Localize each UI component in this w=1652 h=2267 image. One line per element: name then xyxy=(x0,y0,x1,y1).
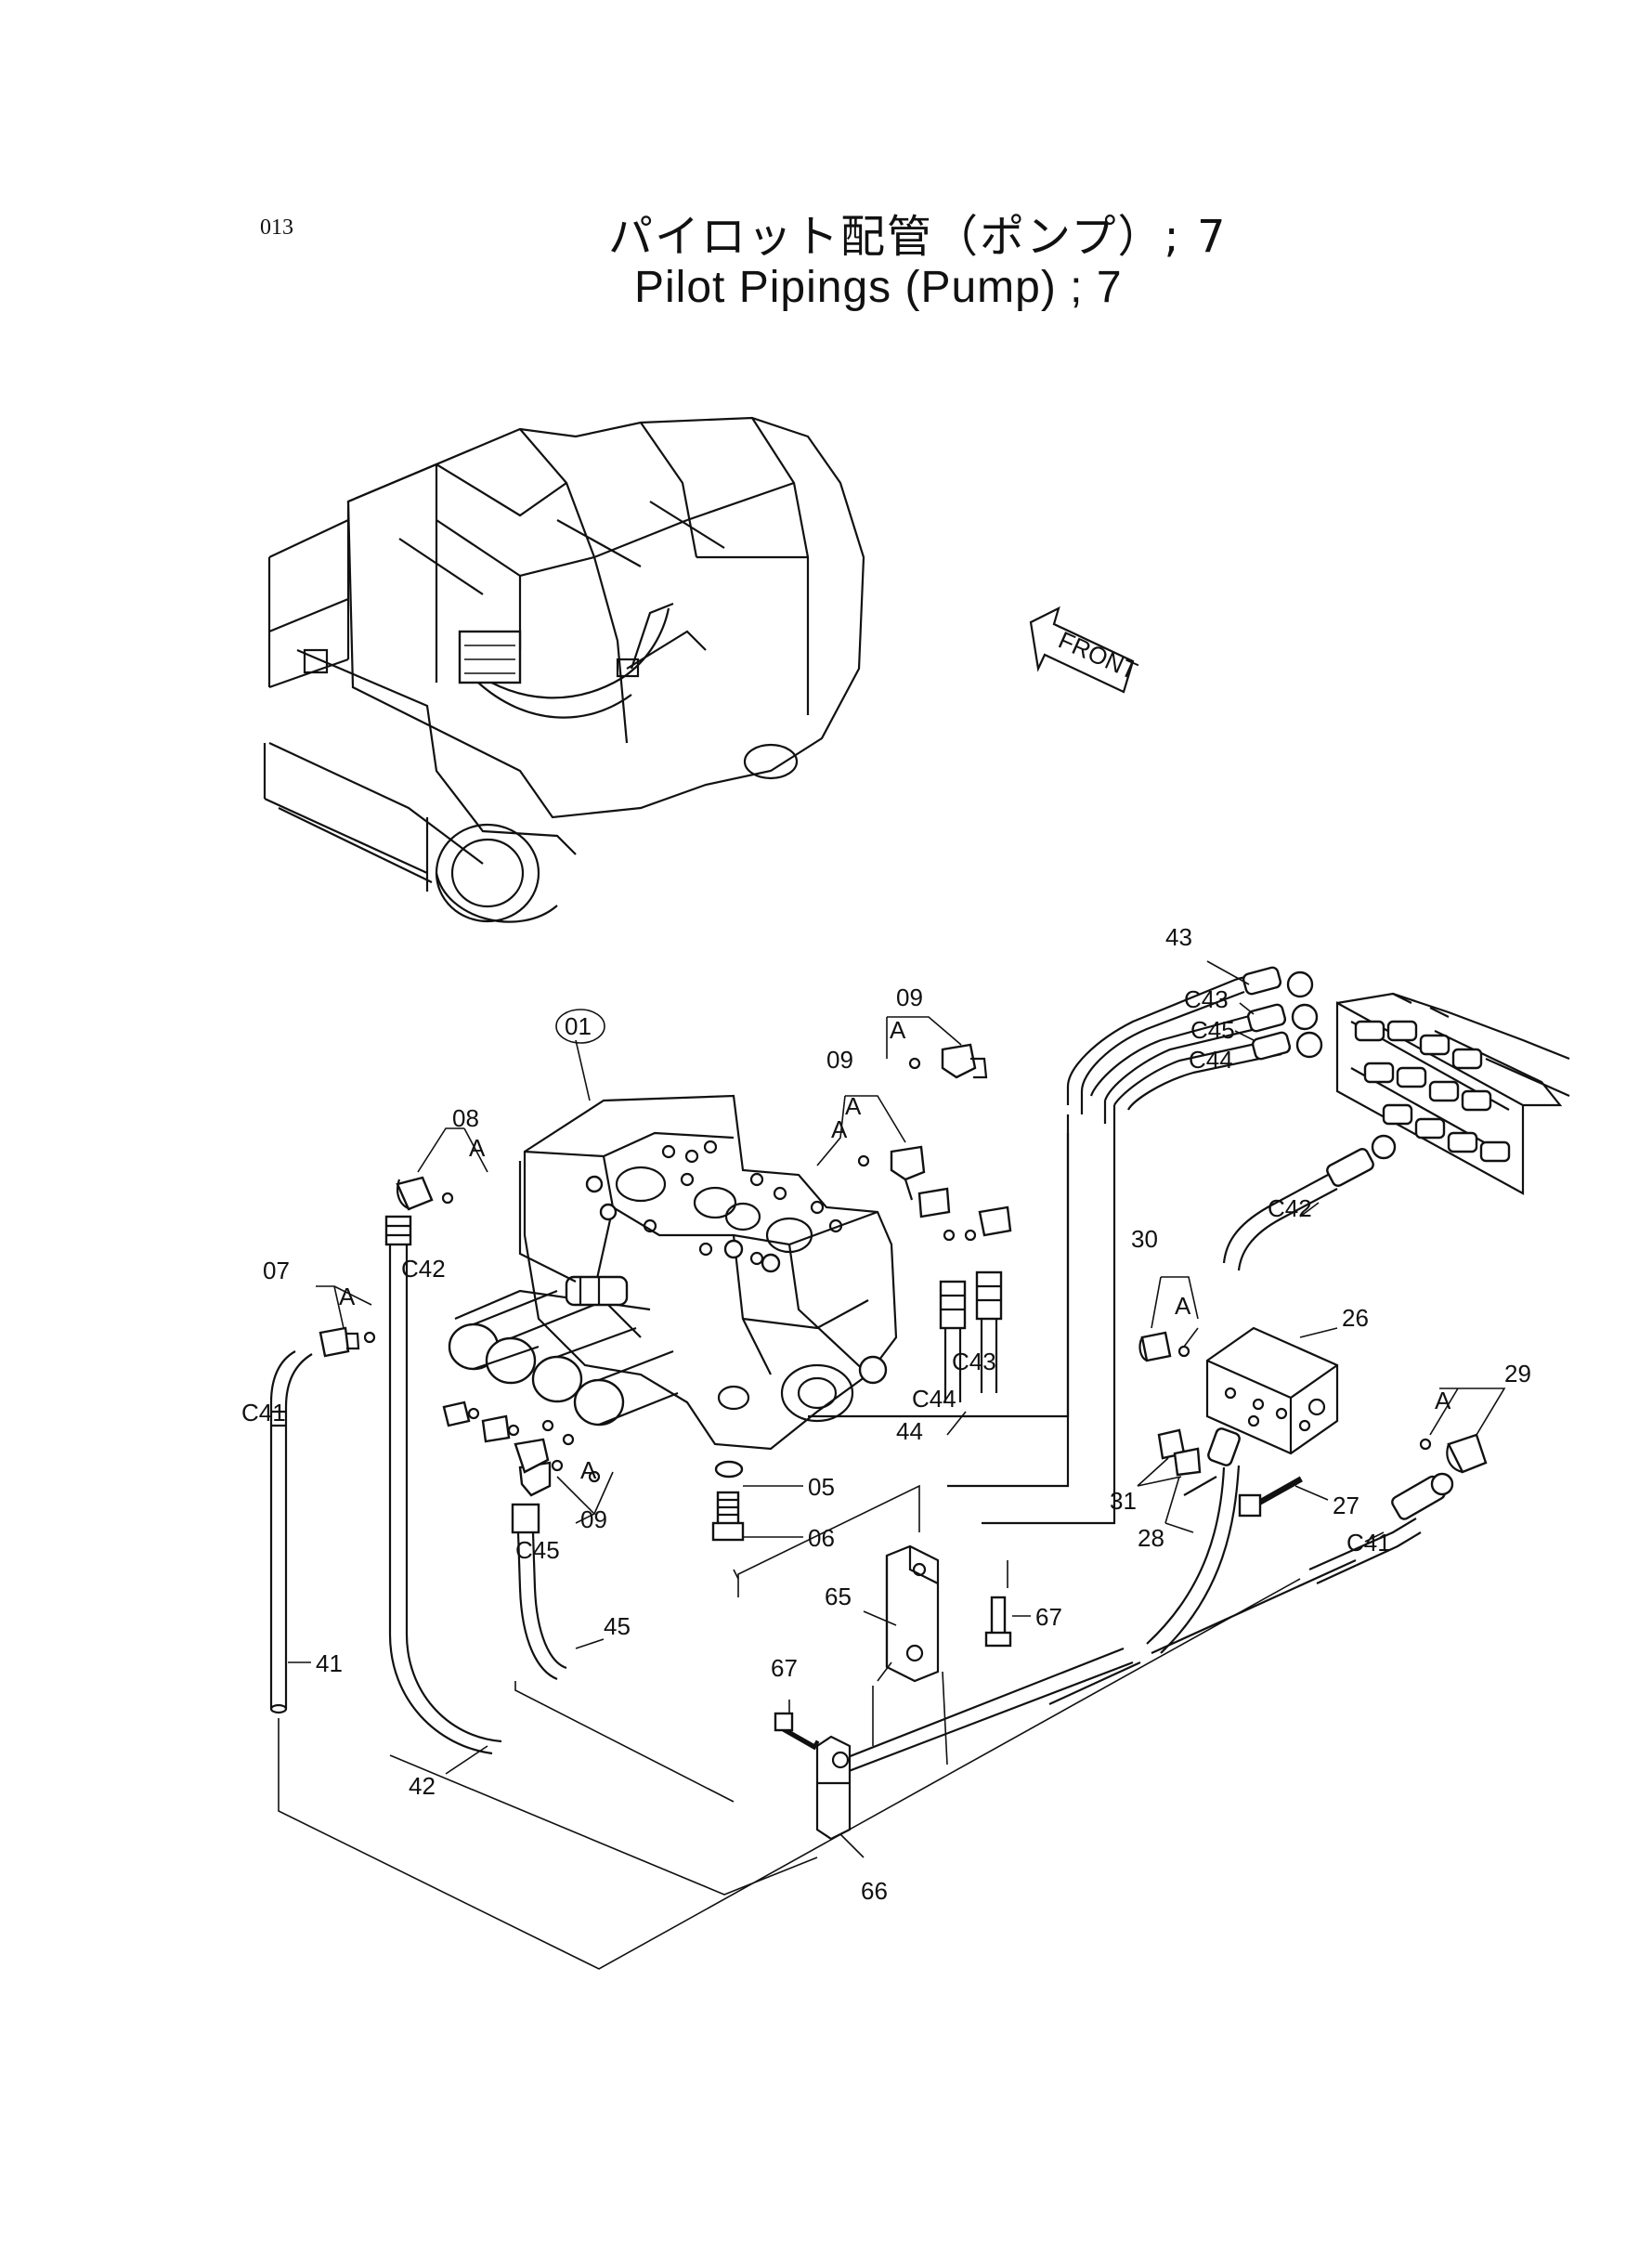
detail-a-5: A xyxy=(580,1456,597,1484)
title-japanese: パイロット配管（ポンプ）; 7 xyxy=(608,211,1228,263)
clamp-66 xyxy=(815,1735,852,1841)
mark-c45-top: C45 xyxy=(1190,1016,1235,1044)
mark-c43-low: C43 xyxy=(952,1348,996,1375)
mark-c41-left: C41 xyxy=(241,1399,286,1427)
connection-marks: C41 C41 C42 C42 C43 C43 C44 C44 C45 C45 xyxy=(241,985,1391,1564)
callout-09-top: 09 xyxy=(896,984,923,1011)
callout-41: 41 xyxy=(316,1649,343,1677)
callout-66: 66 xyxy=(861,1877,888,1905)
detail-a-4: A xyxy=(339,1283,356,1310)
bolt-05 xyxy=(711,1460,745,1542)
callout-67-right: 67 xyxy=(1035,1603,1062,1631)
callout-08: 08 xyxy=(452,1104,479,1132)
callout-09-mid: 09 xyxy=(826,1046,853,1074)
manifold xyxy=(1335,992,1570,1195)
title-english: Pilot Pipings (Pump) ; 7 xyxy=(634,263,1123,312)
callout-28: 28 xyxy=(1138,1524,1164,1552)
callout-43: 43 xyxy=(1165,923,1192,951)
callout-42: 42 xyxy=(409,1772,436,1800)
detail-a-3: A xyxy=(469,1134,486,1162)
detail-a-7: A xyxy=(1435,1387,1451,1414)
callout-05: 05 xyxy=(808,1473,835,1501)
callout-06: 06 xyxy=(808,1524,835,1552)
excavator-overview xyxy=(263,416,865,923)
mark-c44-top: C44 xyxy=(1189,1046,1233,1074)
control-valve xyxy=(448,1094,898,1451)
callout-27: 27 xyxy=(1333,1492,1359,1519)
callout-67-left: 67 xyxy=(771,1654,798,1682)
bolts-67 xyxy=(774,1596,1012,1751)
callout-65: 65 xyxy=(825,1583,852,1610)
leader-lines xyxy=(278,960,1506,1970)
detail-a-8: A xyxy=(831,1115,848,1143)
mark-c43-top: C43 xyxy=(1184,985,1229,1013)
callout-01: 01 xyxy=(565,1012,592,1040)
mark-c42-right: C42 xyxy=(1268,1194,1312,1222)
callout-26: 26 xyxy=(1342,1304,1369,1332)
callout-30: 30 xyxy=(1131,1225,1158,1253)
mark-c41-right: C41 xyxy=(1346,1529,1391,1557)
callout-45: 45 xyxy=(604,1612,631,1640)
mark-c42-left: C42 xyxy=(401,1255,446,1283)
front-label: FRONT xyxy=(1054,626,1141,685)
hoses xyxy=(269,966,1454,1785)
mark-c45-low: C45 xyxy=(515,1536,560,1564)
page-code: 013 xyxy=(260,215,293,240)
callout-labels: 01 05 06 07 08 09 09 09 26 27 28 29 30 3… xyxy=(263,923,1531,1905)
callout-09-low: 09 xyxy=(580,1505,607,1533)
detail-a-1: A xyxy=(890,1016,906,1044)
callout-01-circle xyxy=(555,1009,605,1044)
bracket-65 xyxy=(885,1544,940,1683)
mark-c44-low: C44 xyxy=(912,1385,956,1413)
callout-31: 31 xyxy=(1110,1487,1137,1515)
detail-a-2: A xyxy=(845,1092,862,1120)
junction-block-26 xyxy=(1138,1326,1488,1518)
detail-a-6: A xyxy=(1175,1292,1191,1320)
detail-marks: A A A A A A A A xyxy=(339,1016,1451,1484)
callout-29: 29 xyxy=(1504,1360,1531,1388)
callout-07: 07 xyxy=(263,1257,290,1284)
elbow-fittings xyxy=(319,1043,1012,1474)
callout-44: 44 xyxy=(896,1417,923,1445)
spool-fittings xyxy=(442,1401,601,1497)
front-direction-arrow: FRONT xyxy=(1029,606,1142,694)
